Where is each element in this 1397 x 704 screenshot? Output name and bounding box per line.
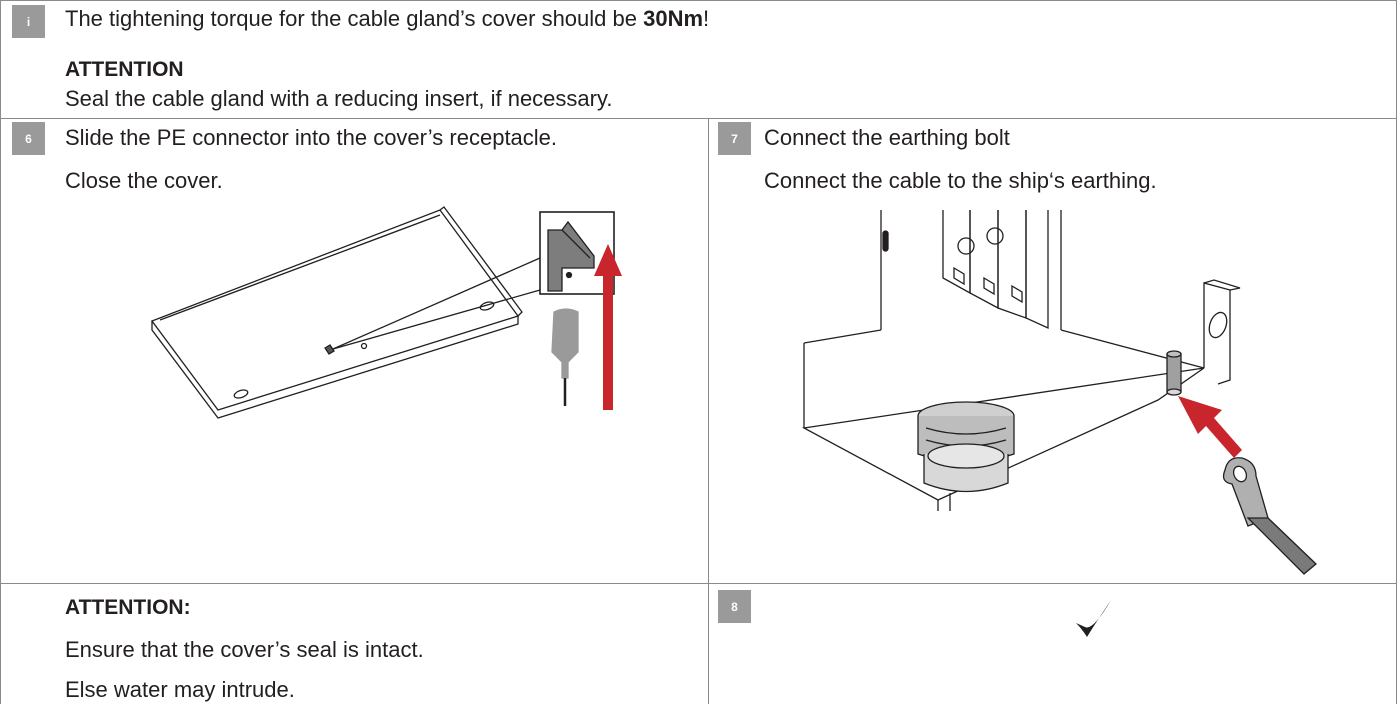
left-border bbox=[0, 0, 1, 704]
earthing-bolt-illustration bbox=[801, 210, 1317, 575]
torque-note: The tightening torque for the cable glan… bbox=[65, 6, 709, 32]
bottom-attention-heading: ATTENTION: bbox=[65, 596, 191, 619]
bottom-attention-line1: Ensure that the cover’s seal is intact. bbox=[65, 637, 424, 662]
step-7-cell: 7 Connect the earthing bolt Connect the … bbox=[708, 118, 1397, 583]
torque-text-before: The tightening torque for the cable glan… bbox=[65, 6, 644, 31]
column-divider bbox=[708, 118, 709, 704]
cover-pe-connector-illustration bbox=[150, 206, 622, 419]
step-number-badge: 8 bbox=[718, 590, 751, 623]
torque-value: 30Nm bbox=[643, 6, 704, 31]
top-border bbox=[0, 0, 1397, 1]
attention-heading: ATTENTION bbox=[65, 58, 184, 81]
step-7-line1: Connect the earthing bolt bbox=[764, 125, 1010, 150]
step-number-badge: 6 bbox=[12, 122, 45, 155]
step-8-cell: 8 bbox=[708, 583, 1397, 704]
step-6-line1: Slide the PE connector into the cover’s … bbox=[65, 125, 558, 150]
step-6-line2: Close the cover. bbox=[65, 168, 223, 193]
divider-after-steps bbox=[0, 583, 1397, 584]
attention-note-cell: ATTENTION: Ensure that the cover’s seal … bbox=[0, 583, 708, 704]
info-badge: i bbox=[12, 5, 45, 38]
divider-after-info bbox=[0, 118, 1397, 119]
bottom-attention-line2: Else water may intrude. bbox=[65, 677, 295, 702]
step-number-badge: 7 bbox=[718, 122, 751, 155]
info-block: i The tightening torque for the cable gl… bbox=[0, 0, 1397, 118]
step-7-line2: Connect the cable to the ship‘s earthing… bbox=[764, 168, 1157, 193]
step-6-cell: 6 Slide the PE connector into the cover’… bbox=[0, 118, 708, 583]
checkmark-icon bbox=[1076, 600, 1111, 637]
attention-text: Seal the cable gland with a reducing ins… bbox=[65, 86, 613, 111]
torque-text-after: ! bbox=[703, 6, 710, 31]
